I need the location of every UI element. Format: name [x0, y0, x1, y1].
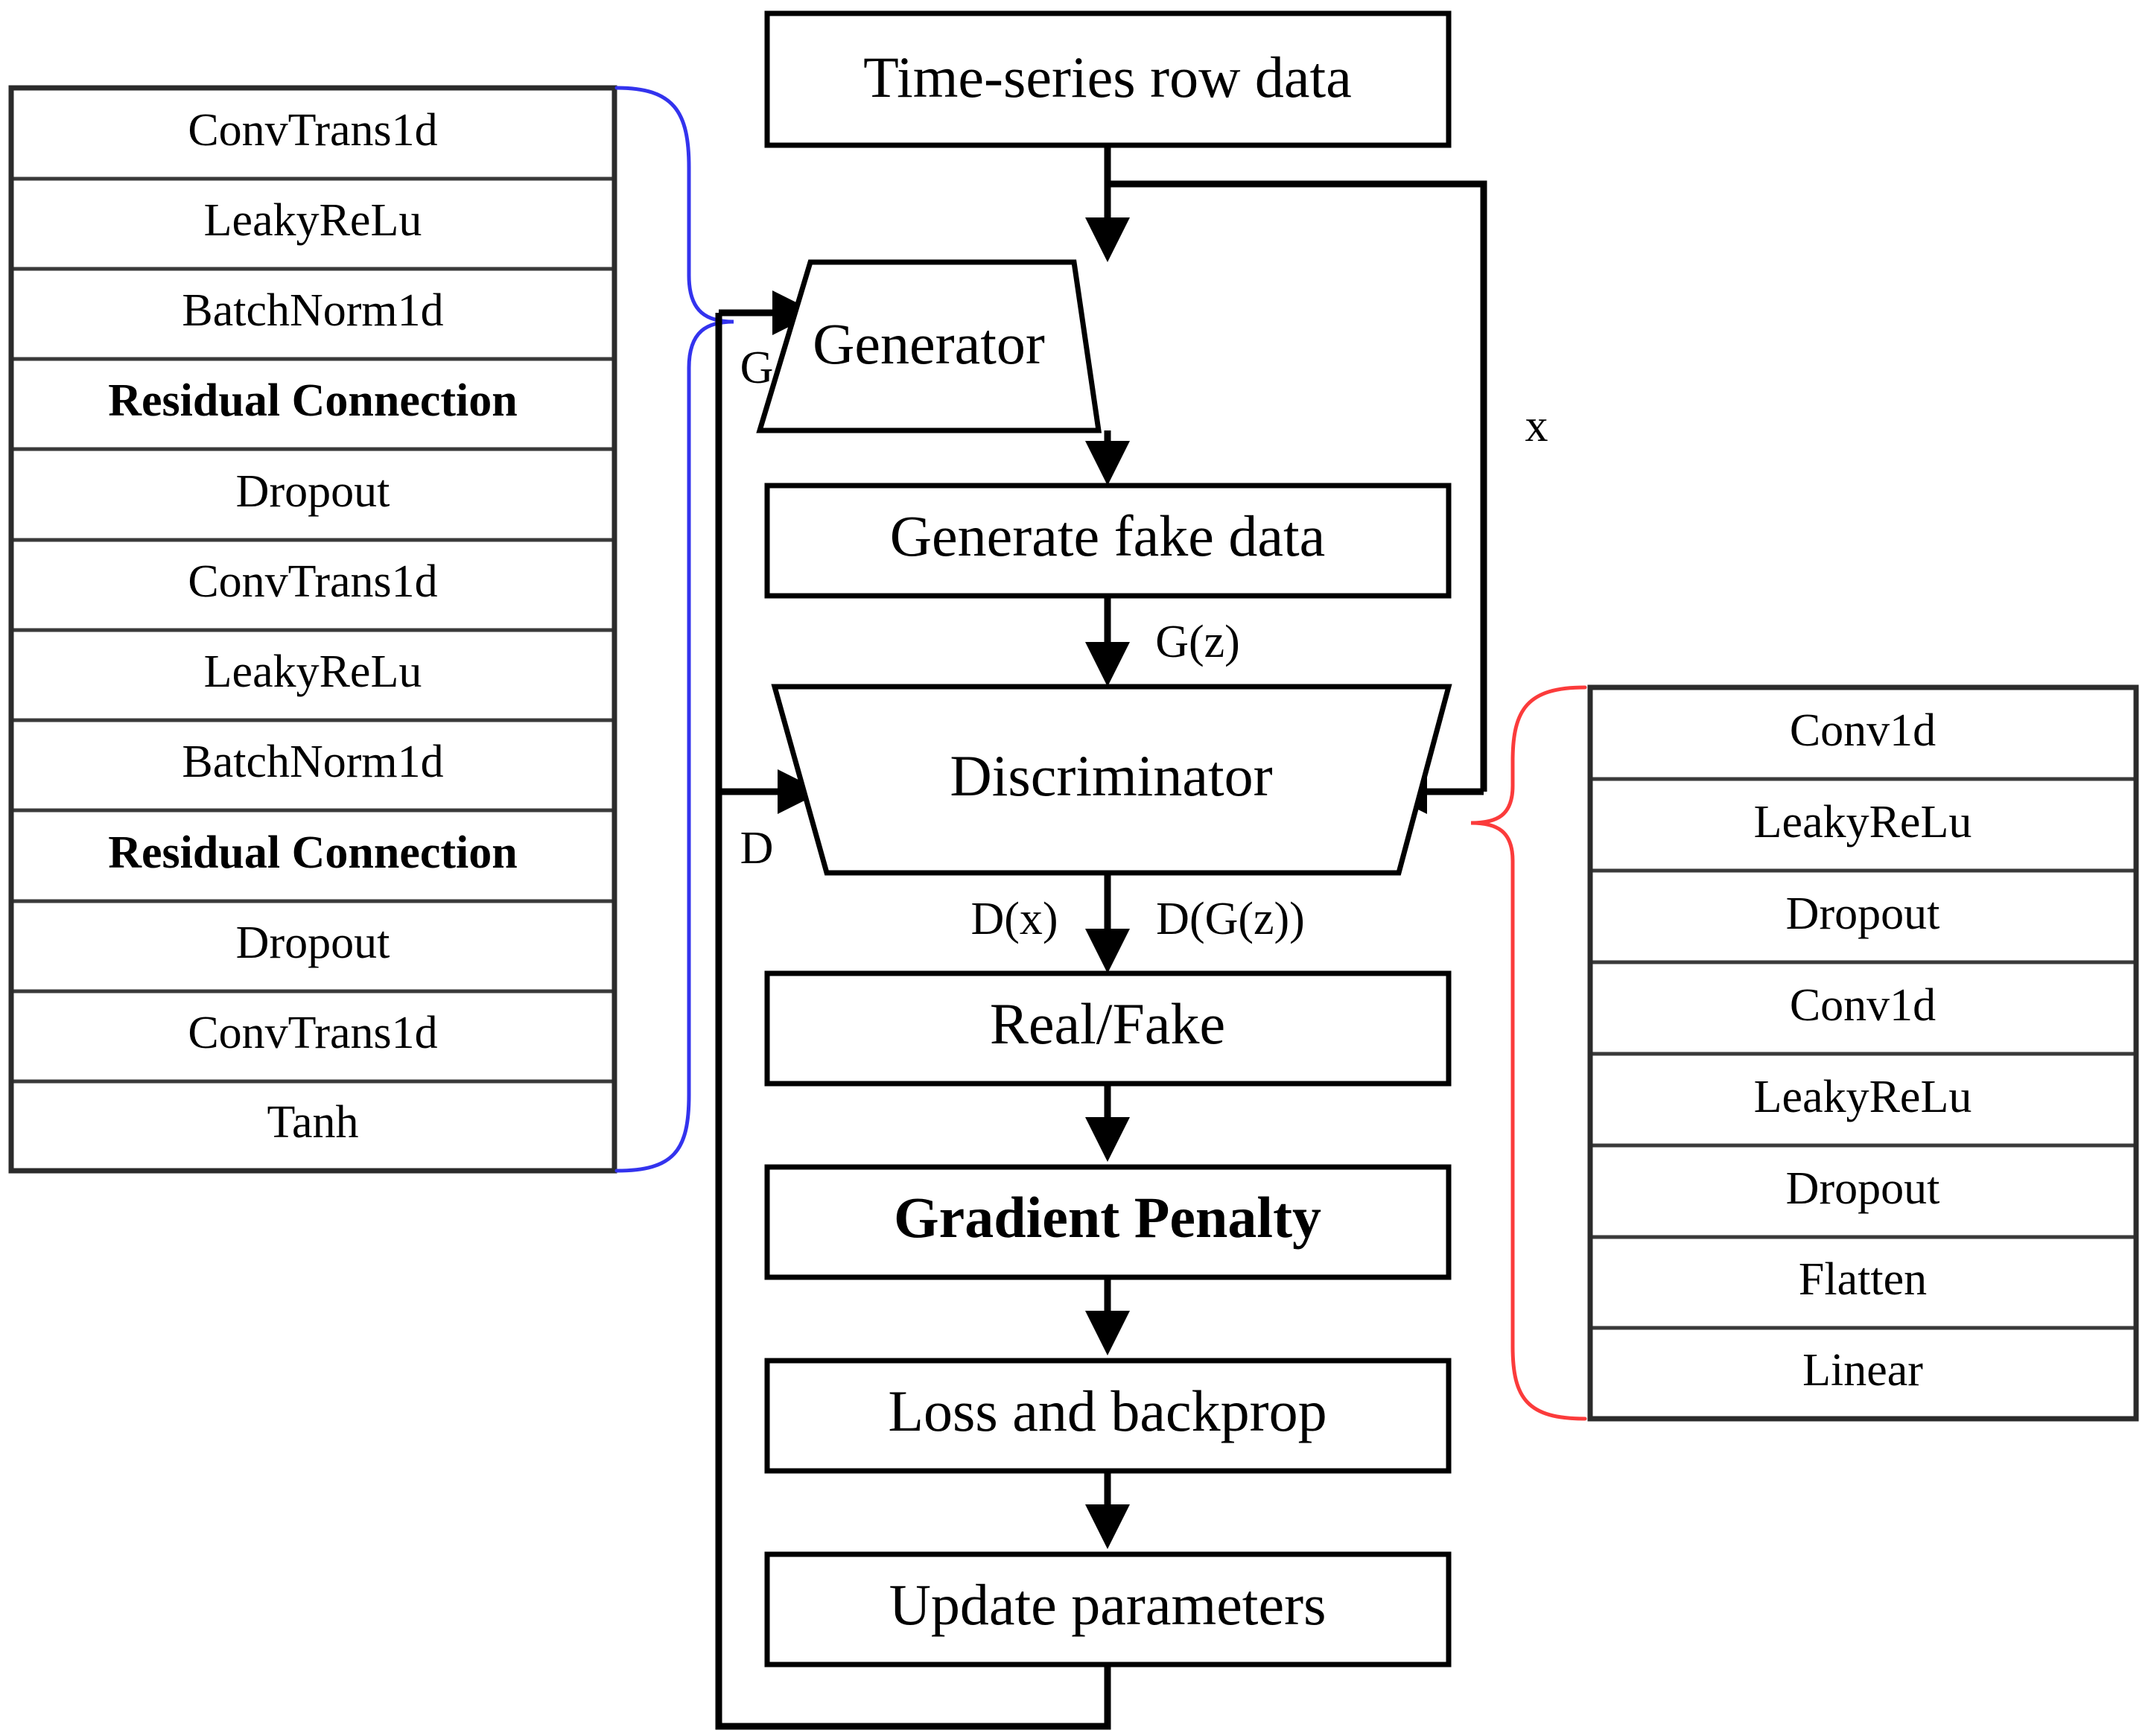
table-row[interactable]: ConvTrans1d [9, 538, 617, 632]
table-row[interactable]: ConvTrans1d [9, 989, 617, 1084]
layer-label: Residual Connection [108, 375, 517, 426]
layer-label: Conv1d [1790, 980, 1936, 1031]
node-generator[interactable]: Generator [756, 259, 1102, 433]
table-row[interactable]: Residual Connection [9, 357, 617, 451]
table-row[interactable]: LeakyReLu [9, 628, 617, 722]
layer-label: Residual Connection [108, 827, 517, 878]
edge-label-x: x [1525, 401, 1548, 451]
arrow-head-icon [1085, 441, 1130, 486]
layer-label: BatchNorm1d [182, 285, 443, 336]
edge-label-dgz: D(G(z)) [1156, 894, 1305, 944]
generator-layer-table: ConvTrans1d LeakyReLu BatchNorm1d Residu… [8, 85, 617, 1174]
generator-table-outline [8, 85, 617, 1174]
arrow-head-icon [1085, 1311, 1130, 1355]
node-gradient-penalty[interactable]: Gradient Penalty [764, 1164, 1452, 1280]
arrow-head-icon [1085, 929, 1130, 973]
node-input[interactable]: Time-series row data [764, 10, 1452, 148]
table-row[interactable]: ConvTrans1d [9, 86, 617, 181]
table-row[interactable]: Conv1d [1588, 960, 2138, 1056]
edge-update-feedback-loop [715, 313, 1111, 1730]
discriminator-brace-icon [1470, 685, 1587, 1421]
arrow-head-icon [1085, 642, 1130, 687]
table-row[interactable]: Flatten [1588, 1235, 2138, 1330]
layer-label: ConvTrans1d [188, 556, 437, 607]
table-row[interactable]: Conv1d [1588, 685, 2138, 781]
edge-label-gz: G(z) [1155, 617, 1240, 667]
node-generate-fake-data[interactable]: Generate fake data [764, 483, 1452, 599]
table-row[interactable]: Dropout [9, 899, 617, 993]
layer-label: LeakyReLu [1754, 797, 1972, 848]
table-row[interactable]: Dropout [1588, 1143, 2138, 1239]
layer-label: Dropout [1786, 1163, 1940, 1214]
layer-label: Linear [1802, 1345, 1923, 1396]
table-row[interactable]: Dropout [9, 447, 617, 542]
table-row[interactable]: Tanh [9, 1079, 617, 1173]
layer-label: LeakyReLu [1754, 1072, 1972, 1122]
node-label: Generate fake data [890, 503, 1326, 568]
generator-brace-icon [614, 86, 734, 1173]
layer-label: ConvTrans1d [188, 1008, 437, 1058]
node-label: Discriminator [950, 743, 1272, 808]
layer-label: BatchNorm1d [182, 737, 443, 787]
table-row[interactable]: LeakyReLu [9, 177, 617, 271]
node-label: Update parameters [889, 1572, 1326, 1637]
table-row[interactable]: Residual Connection [9, 808, 617, 903]
node-label: Time-series row data [863, 45, 1352, 109]
node-update-parameters[interactable]: Update parameters [764, 1551, 1452, 1667]
table-row[interactable]: LeakyReLu [1588, 777, 2138, 873]
layer-label: Dropout [236, 466, 390, 517]
layer-label: LeakyReLu [204, 195, 422, 246]
node-label: Real/Fake [990, 991, 1225, 1056]
edge-label-dx: D(x) [970, 894, 1058, 944]
node-label: Generator [813, 311, 1045, 376]
arrow-head-icon [1085, 217, 1130, 262]
layer-label: Tanh [267, 1097, 358, 1148]
table-row[interactable]: LeakyReLu [1588, 1052, 2138, 1148]
node-discriminator[interactable]: Discriminator [771, 684, 1452, 876]
layer-label: Dropout [1786, 888, 1940, 939]
layer-label: LeakyReLu [204, 646, 422, 697]
node-label: Gradient Penalty [894, 1185, 1321, 1250]
layer-label: Conv1d [1790, 705, 1936, 756]
discriminator-layer-table: Conv1d LeakyReLu Dropout Conv1d LeakyReL… [1587, 684, 2139, 1422]
edge-real-data-x [1108, 180, 1487, 792]
edge-label-g: G [740, 343, 774, 393]
table-row[interactable]: BatchNorm1d [9, 718, 617, 813]
edge-label-d: D [740, 823, 774, 874]
node-real-fake[interactable]: Real/Fake [764, 970, 1452, 1087]
arrow-head-icon [778, 769, 822, 814]
layer-label: Flatten [1799, 1254, 1927, 1305]
table-row[interactable]: Linear [1588, 1326, 2138, 1421]
table-row[interactable]: BatchNorm1d [9, 267, 617, 361]
flow-nodes: Time-series row data Generator Generate … [756, 10, 1452, 1667]
node-loss-backprop[interactable]: Loss and backprop [764, 1358, 1452, 1474]
node-label: Loss and backprop [888, 1379, 1326, 1443]
table-row[interactable]: Dropout [1588, 868, 2138, 964]
arrow-head-icon [1085, 1117, 1130, 1162]
arrow-head-icon [1085, 1504, 1130, 1549]
discriminator-table-outline [1587, 684, 2139, 1422]
edge-labels: x G D G(z) D(x) D(G(z)) [740, 343, 1548, 944]
layer-label: Dropout [236, 918, 390, 968]
layer-label: ConvTrans1d [188, 105, 437, 156]
